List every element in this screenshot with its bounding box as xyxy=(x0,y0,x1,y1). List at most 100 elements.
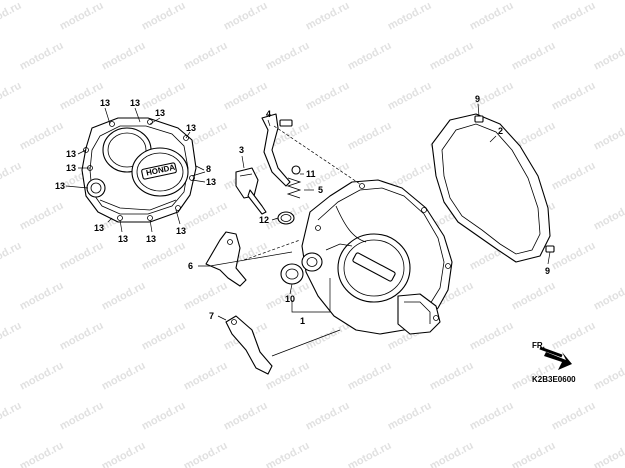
callout-10: 10 xyxy=(285,294,295,304)
callout-13: 13 xyxy=(118,234,128,244)
watermark-text: motod.ru xyxy=(304,320,352,353)
watermark-text: motod.ru xyxy=(58,0,106,33)
watermark-text: motod.ru xyxy=(264,440,312,468)
watermark-text: motod.ru xyxy=(18,440,66,468)
watermark-text: motod.ru xyxy=(222,0,270,33)
callout-4: 4 xyxy=(266,109,271,119)
callout-3: 3 xyxy=(239,145,244,155)
callout-13: 13 xyxy=(100,98,110,108)
watermark-text: motod.ru xyxy=(18,200,66,233)
watermark-text: motod.ru xyxy=(182,360,230,393)
spring xyxy=(286,165,302,199)
callout-12: 12 xyxy=(259,215,269,225)
watermark-text: motod.ru xyxy=(592,360,625,393)
watermark-text: motod.ru xyxy=(100,440,148,468)
watermark-text: motod.ru xyxy=(182,200,230,233)
watermark-text: motod.ru xyxy=(0,240,24,273)
watermark-text: motod.ru xyxy=(58,320,106,353)
callout-6: 6 xyxy=(188,261,193,271)
watermark-text: motod.ru xyxy=(428,440,476,468)
callout-13: 13 xyxy=(155,108,165,118)
diagram-code: K2B3E0600 xyxy=(532,375,576,384)
bracket xyxy=(205,231,247,287)
guide-plate xyxy=(225,315,273,375)
watermark-text: motod.ru xyxy=(550,80,598,113)
watermark-text: motod.ru xyxy=(550,160,598,193)
watermark-text: motod.ru xyxy=(428,360,476,393)
watermark-text: motod.ru xyxy=(550,0,598,33)
leader-lines xyxy=(65,103,551,357)
callout-1: 1 xyxy=(300,316,305,326)
callout-11: 11 xyxy=(306,169,316,179)
watermark-text: motod.ru xyxy=(550,240,598,273)
watermark-text: motod.ru xyxy=(182,280,230,313)
watermark-text: motod.ru xyxy=(304,0,352,33)
callout-13: 13 xyxy=(186,123,196,133)
watermark-text: motod.ru xyxy=(222,400,270,433)
watermark-text: motod.ru xyxy=(18,120,66,153)
watermark-text: motod.ru xyxy=(182,40,230,73)
lifter-lever xyxy=(261,113,293,187)
watermark-text: motod.ru xyxy=(510,280,558,313)
watermark-text: motod.ru xyxy=(468,0,516,33)
callout-13: 13 xyxy=(176,226,186,236)
callout-5: 5 xyxy=(318,185,323,195)
dowel-pin-upper xyxy=(474,115,484,123)
watermark-text: motod.ru xyxy=(550,400,598,433)
oil-filler-cap xyxy=(235,167,267,215)
watermark-text: motod.ru xyxy=(58,80,106,113)
front-direction-label: FR. xyxy=(532,341,545,350)
watermark-text: motod.ru xyxy=(346,120,394,153)
watermark-text: motod.ru xyxy=(304,400,352,433)
watermark-text: motod.ru xyxy=(140,400,188,433)
watermark-text: motod.ru xyxy=(592,440,625,468)
watermark-text: motod.ru xyxy=(140,320,188,353)
callout-13: 13 xyxy=(146,234,156,244)
watermark-text: motod.ru xyxy=(346,440,394,468)
watermark-text: motod.ru xyxy=(0,160,24,193)
watermark-text: motod.ru xyxy=(140,0,188,33)
watermark-text: motod.ru xyxy=(18,360,66,393)
watermark-text: motod.ru xyxy=(592,120,625,153)
callout-13: 13 xyxy=(55,181,65,191)
cover-gasket xyxy=(431,113,551,263)
watermark-text: motod.ru xyxy=(592,280,625,313)
watermark-text: motod.ru xyxy=(592,40,625,73)
watermark-text: motod.ru xyxy=(0,400,24,433)
watermark-text: motod.ru xyxy=(100,280,148,313)
watermark-text: motod.ru xyxy=(18,40,66,73)
watermark-text: motod.ru xyxy=(58,240,106,273)
callout-13: 13 xyxy=(66,149,76,159)
callout-13: 13 xyxy=(94,223,104,233)
outer-clutch-cover xyxy=(81,117,197,223)
dowel-pin-lower xyxy=(545,245,555,253)
watermark-text: motod.ru xyxy=(0,0,24,33)
watermark-text: motod.ru xyxy=(428,40,476,73)
watermark-text: motod.ru xyxy=(58,400,106,433)
callout-2: 2 xyxy=(498,126,503,136)
watermark-text: motod.ru xyxy=(0,80,24,113)
right-crankcase-cover xyxy=(301,179,453,335)
watermark-text: motod.ru xyxy=(346,40,394,73)
watermark-text: motod.ru xyxy=(100,40,148,73)
watermark-text: motod.ru xyxy=(510,440,558,468)
watermark-text: motod.ru xyxy=(304,80,352,113)
watermark-text: motod.ru xyxy=(386,0,434,33)
callout-8: 8 xyxy=(206,164,211,174)
watermark-text: motod.ru xyxy=(264,40,312,73)
watermark-text: motod.ru xyxy=(386,400,434,433)
callout-13: 13 xyxy=(206,177,216,187)
watermark-text: motod.ru xyxy=(140,240,188,273)
watermark-text: motod.ru xyxy=(468,320,516,353)
callout-9: 9 xyxy=(545,266,550,276)
front-direction-arrow xyxy=(539,346,572,370)
watermark-text: motod.ru xyxy=(468,400,516,433)
watermark-text: motod.ru xyxy=(182,440,230,468)
watermark-text: motod.ru xyxy=(0,320,24,353)
callout-7: 7 xyxy=(209,311,214,321)
watermark-text: motod.ru xyxy=(550,320,598,353)
callout-9: 9 xyxy=(475,94,480,104)
watermark-text: motod.ru xyxy=(18,280,66,313)
